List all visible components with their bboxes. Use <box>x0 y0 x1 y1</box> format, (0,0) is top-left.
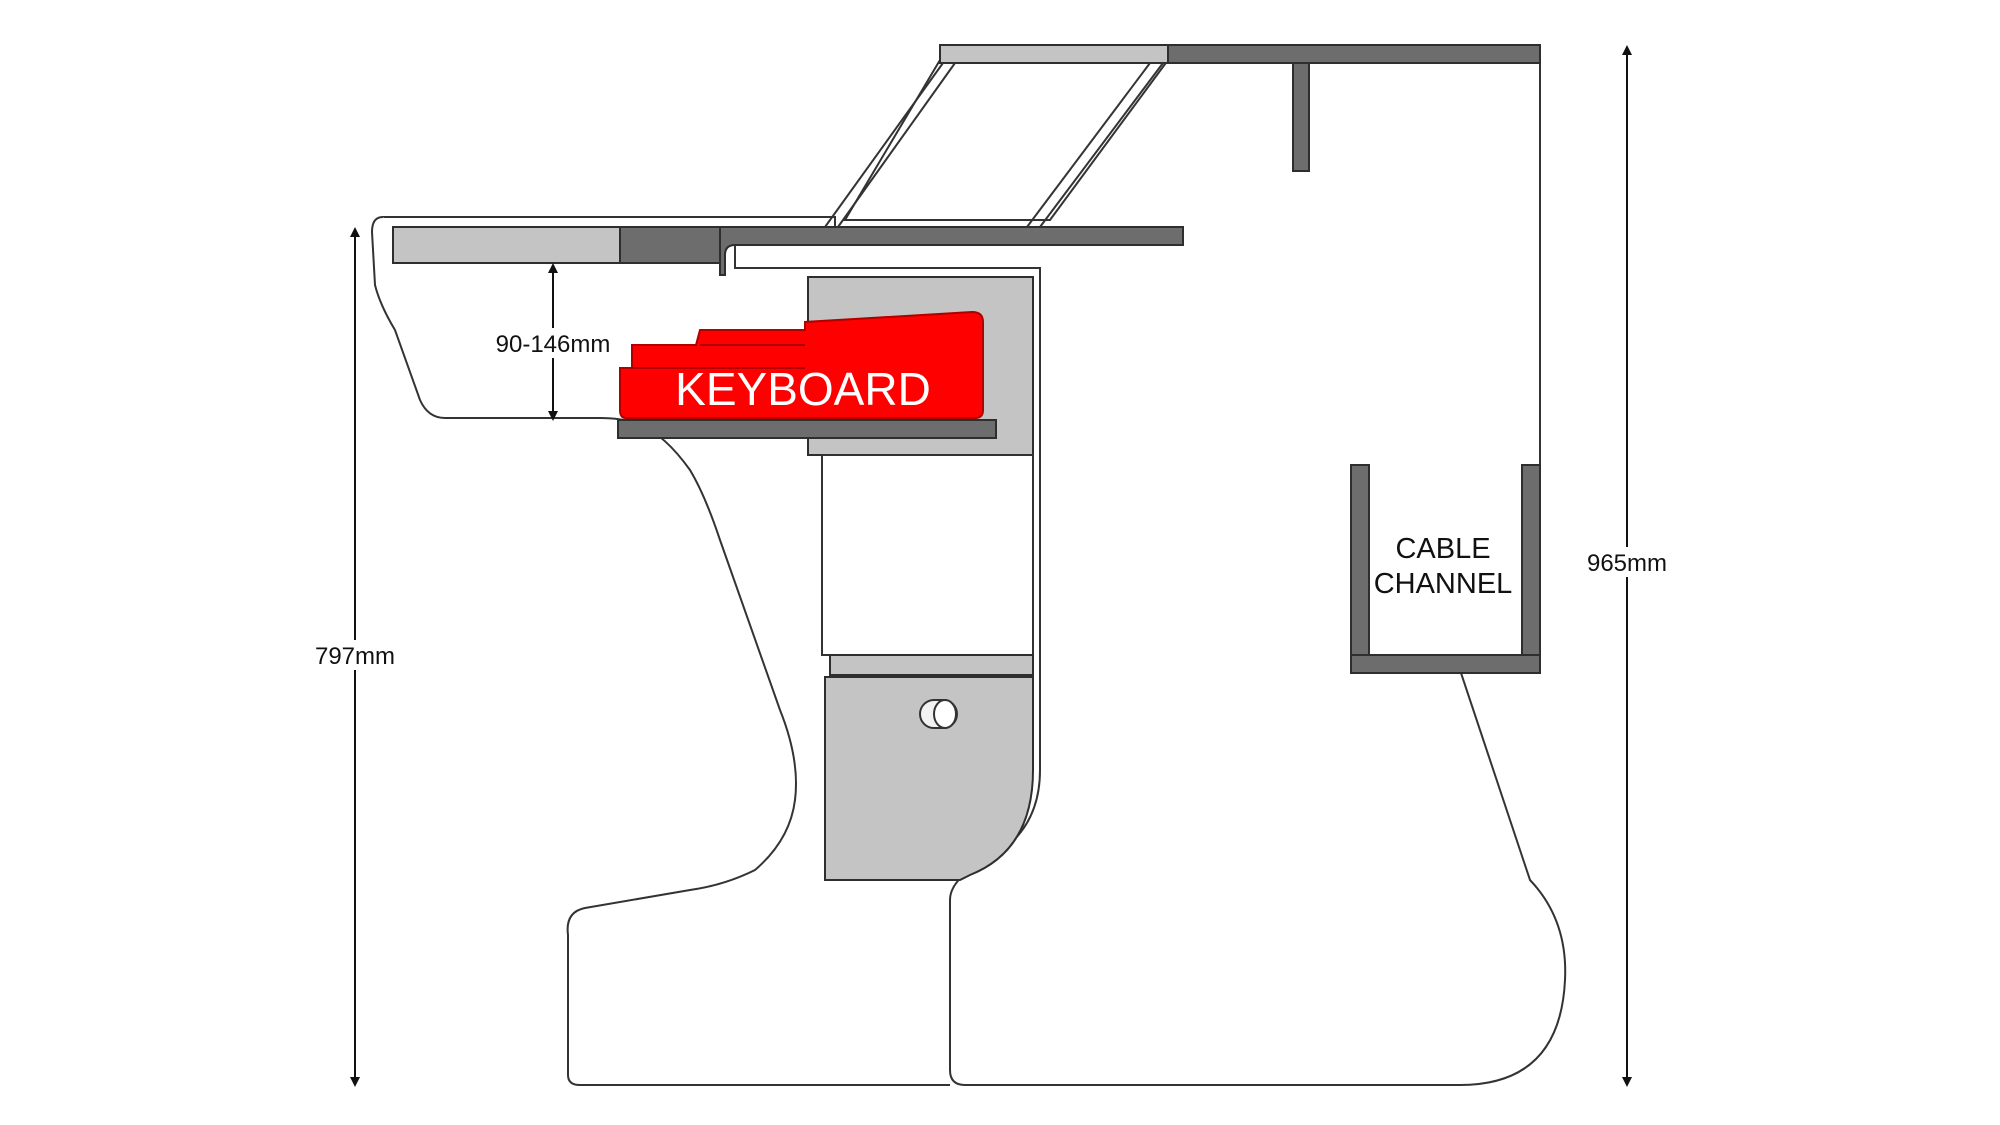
keyboard-label: KEYBOARD <box>675 363 931 415</box>
keyboard-tray <box>617 419 997 439</box>
shelf-strut-front <box>824 62 944 228</box>
support-column-bottom <box>824 676 1034 881</box>
keyboard-shape <box>619 310 984 419</box>
support-column-mid <box>821 454 1034 656</box>
shelf-strut-rear-inner <box>1026 62 1151 228</box>
front-top-panel-dark <box>619 226 721 264</box>
cable-channel-label-line2: CHANNEL <box>1374 568 1513 600</box>
dimension-desk-height: 797mm <box>315 643 395 670</box>
dimension-overall-height: 965mm <box>1587 550 1667 577</box>
dimension-overall-height-bg <box>1577 547 1677 577</box>
dimension-keyboard-clearance: 90-146mm <box>496 331 611 358</box>
cable-channel-left-wall <box>1350 464 1370 674</box>
desk-side-outline <box>383 44 1567 1086</box>
shelf-strut-rear <box>1039 62 1164 228</box>
dimension-desk-height-bg <box>305 640 405 670</box>
cable-channel-label-line1: CABLE <box>1395 533 1490 565</box>
dimension-keyboard-clearance-bg <box>488 328 618 358</box>
upper-shelf-dark <box>1167 44 1541 64</box>
front-top-panel-light <box>392 226 621 264</box>
desk-surface-panel <box>719 226 1184 276</box>
support-column-ledge <box>829 654 1034 676</box>
shelf-strut-front-inner <box>837 62 956 228</box>
cable-channel-right-wall <box>1521 464 1541 674</box>
column-knob-face <box>933 699 957 729</box>
cable-channel-base <box>1350 654 1541 674</box>
desk-front-leg-outline <box>370 216 950 1086</box>
upper-shelf-light <box>939 44 1169 64</box>
upper-shelf-bracket <box>1292 62 1310 172</box>
